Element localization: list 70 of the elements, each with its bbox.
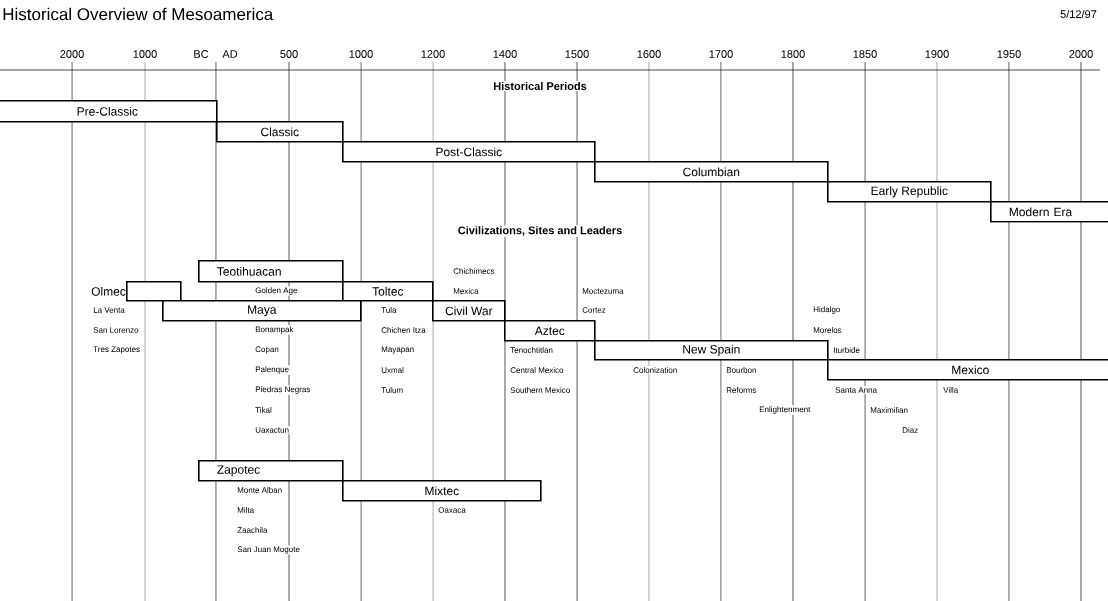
site-label: Piedras Negras: [254, 385, 312, 395]
site-label: San Juan Mogote: [236, 545, 301, 555]
site-label: Milta: [236, 506, 256, 514]
site-label: Tula: [380, 306, 398, 314]
period-bar: Pre-Classic: [0, 100, 218, 123]
tick-label: 1700: [707, 49, 735, 59]
site-label: Morelos: [812, 326, 843, 334]
tick-label: AD: [221, 49, 239, 59]
site-label: Cortez: [581, 306, 607, 314]
site-label: Tres Zapotes: [92, 345, 142, 355]
site-label: La Venta: [92, 306, 126, 314]
site-label: Uaxactun: [254, 426, 290, 434]
site-label: Moctezuma: [581, 287, 625, 295]
section-heading: Historical Periods: [492, 80, 588, 92]
period-bar: Aztec: [504, 320, 596, 342]
period-bar: New Spain: [594, 340, 829, 361]
tick-label: 1000: [347, 49, 375, 59]
tick-label: 1500: [563, 49, 591, 59]
tick-label: 1850: [851, 49, 879, 59]
page-title: Historical Overview of Mesoamerica: [3, 7, 274, 21]
tick-label: 1200: [419, 49, 447, 59]
tick-label: 1800: [779, 49, 807, 59]
date-label: 5/12/97: [1059, 8, 1098, 20]
site-label: Golden Age: [254, 286, 299, 296]
site-label: Copan: [254, 345, 280, 355]
site-label: Iturbide: [832, 346, 861, 354]
site-label: Chichen Itza: [380, 326, 427, 334]
site-label: Santa Anna: [834, 386, 878, 394]
period-bar: Classic: [216, 121, 344, 143]
site-label: Chichimecs: [452, 267, 496, 275]
period-bar: Mixtec: [342, 480, 542, 502]
site-label: Hidalgo: [812, 305, 842, 315]
tick-label: 2000: [1067, 49, 1095, 59]
tick-label: 1000: [131, 49, 159, 59]
site-label: Tikal: [254, 406, 273, 414]
period-bar: Columbian: [594, 161, 829, 183]
period-bar: Zapotec: [198, 460, 344, 482]
site-label: Bourbon: [725, 366, 758, 374]
site-label: Villa: [942, 386, 960, 394]
site-label: Maximilian: [869, 406, 909, 414]
period-bar: Mexico: [827, 359, 1108, 381]
site-label: Colonization: [632, 366, 679, 374]
tick-label: 1600: [635, 49, 663, 59]
period-bar: Teotihuacan: [198, 260, 344, 283]
period-bar: Early Republic: [827, 181, 992, 203]
site-label: Mayapan: [380, 345, 416, 355]
site-label: Reforms: [725, 386, 758, 394]
site-label: Zaachila: [236, 526, 269, 534]
period-bar: Civil War: [432, 300, 506, 322]
period-bar: Post-Classic: [342, 141, 596, 163]
period-bar: Modern Era: [990, 201, 1108, 223]
site-label: Enlightenment: [758, 405, 812, 415]
tick-label: BC: [192, 49, 210, 59]
site-label: Southern Mexico: [509, 386, 572, 394]
site-label: Tulum: [380, 386, 405, 394]
node-label: Olmec: [91, 286, 126, 296]
site-label: Uxmal: [380, 366, 405, 374]
tick-label: 1950: [995, 49, 1023, 59]
period-bar: Toltec: [342, 281, 434, 302]
site-label: Mexica: [452, 287, 480, 295]
tick-label: 500: [278, 49, 300, 59]
site-label: Palenque: [254, 365, 290, 375]
site-label: Central Mexico: [509, 366, 565, 374]
site-label: Diaz: [901, 426, 920, 434]
site-label: San Lorenzo: [92, 326, 140, 334]
section-heading: Civilizations, Sites and Leaders: [456, 225, 624, 237]
tick-label: 1400: [491, 49, 519, 59]
tick-label: 1900: [923, 49, 951, 59]
period-bar: Olmec: [91, 281, 182, 302]
tick-label: 2000: [58, 49, 86, 59]
